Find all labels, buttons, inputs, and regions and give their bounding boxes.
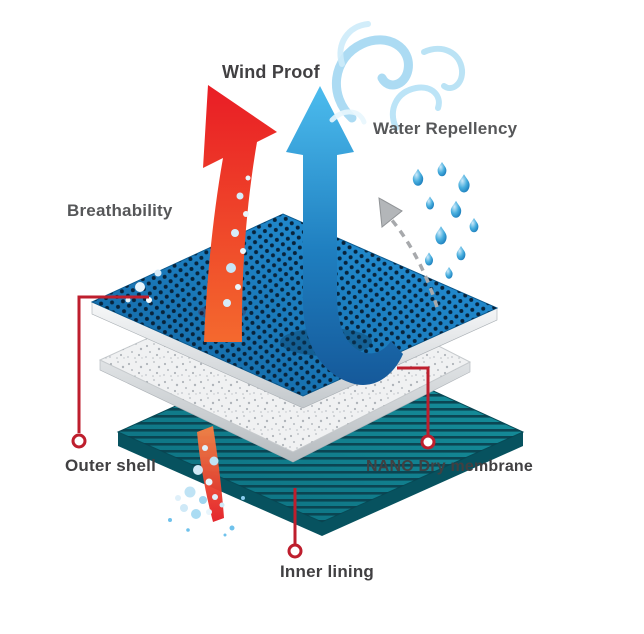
breathability-arrow-tail [168,426,245,537]
wind-proof-arrow [286,86,403,385]
connector-inner-lining [287,488,303,559]
water-repellency-arrow [378,197,439,308]
label-nano-membrane: NANO Dry membrane [366,458,534,475]
connector-nano-membrane [397,366,436,450]
breathability-arrow [125,85,277,342]
moisture-bubbles-lower [168,445,245,537]
connector-dot-inner-lining [287,543,303,559]
annotation-connectors [71,295,436,559]
label-water-repellency: Water Repellency [373,119,518,138]
connector-dot-nano-membrane [420,434,436,450]
connector-outer-shell [71,295,149,449]
repellency-arrowhead [378,197,403,228]
label-breathability: Breathability [67,201,173,220]
wind-swirls [329,21,466,131]
label-inner-lining: Inner lining [280,562,375,581]
moisture-bubbles-upper [125,175,251,307]
label-outer-shell: Outer shell [65,456,157,475]
connector-dot-outer-shell [71,433,87,449]
water-droplets [412,161,479,279]
label-wind-proof: Wind Proof [222,62,320,82]
